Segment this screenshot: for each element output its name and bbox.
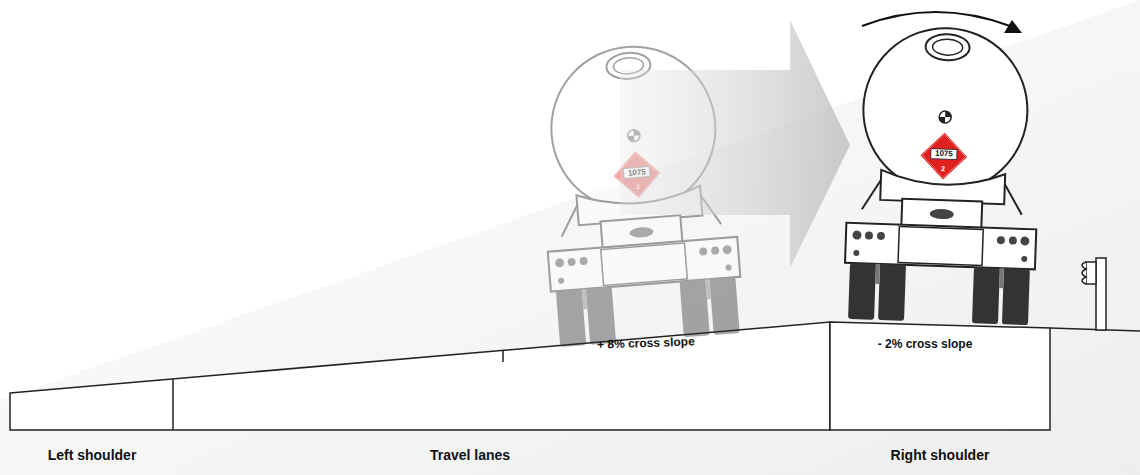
section-label: Left shoulder (48, 448, 137, 462)
rollover-arrow (862, 12, 1010, 26)
road-section (10, 322, 1050, 430)
section-label: Travel lanes (430, 448, 510, 462)
section-label: Right shoulder (891, 448, 990, 462)
guardrail (1082, 258, 1106, 330)
slope-label: - 2% cross slope (878, 338, 973, 350)
tanker-truck (843, 25, 1043, 325)
slope-label: + 8% cross slope (597, 335, 695, 350)
rollover-arrowhead (1004, 20, 1022, 33)
placard-class: 2 (636, 183, 640, 190)
shift-arrow (620, 20, 850, 268)
ground-line (1050, 328, 1140, 331)
placard-number: 1075 (935, 150, 953, 159)
placard-number: 1075 (628, 168, 646, 177)
placard-class: 2 (941, 165, 945, 172)
